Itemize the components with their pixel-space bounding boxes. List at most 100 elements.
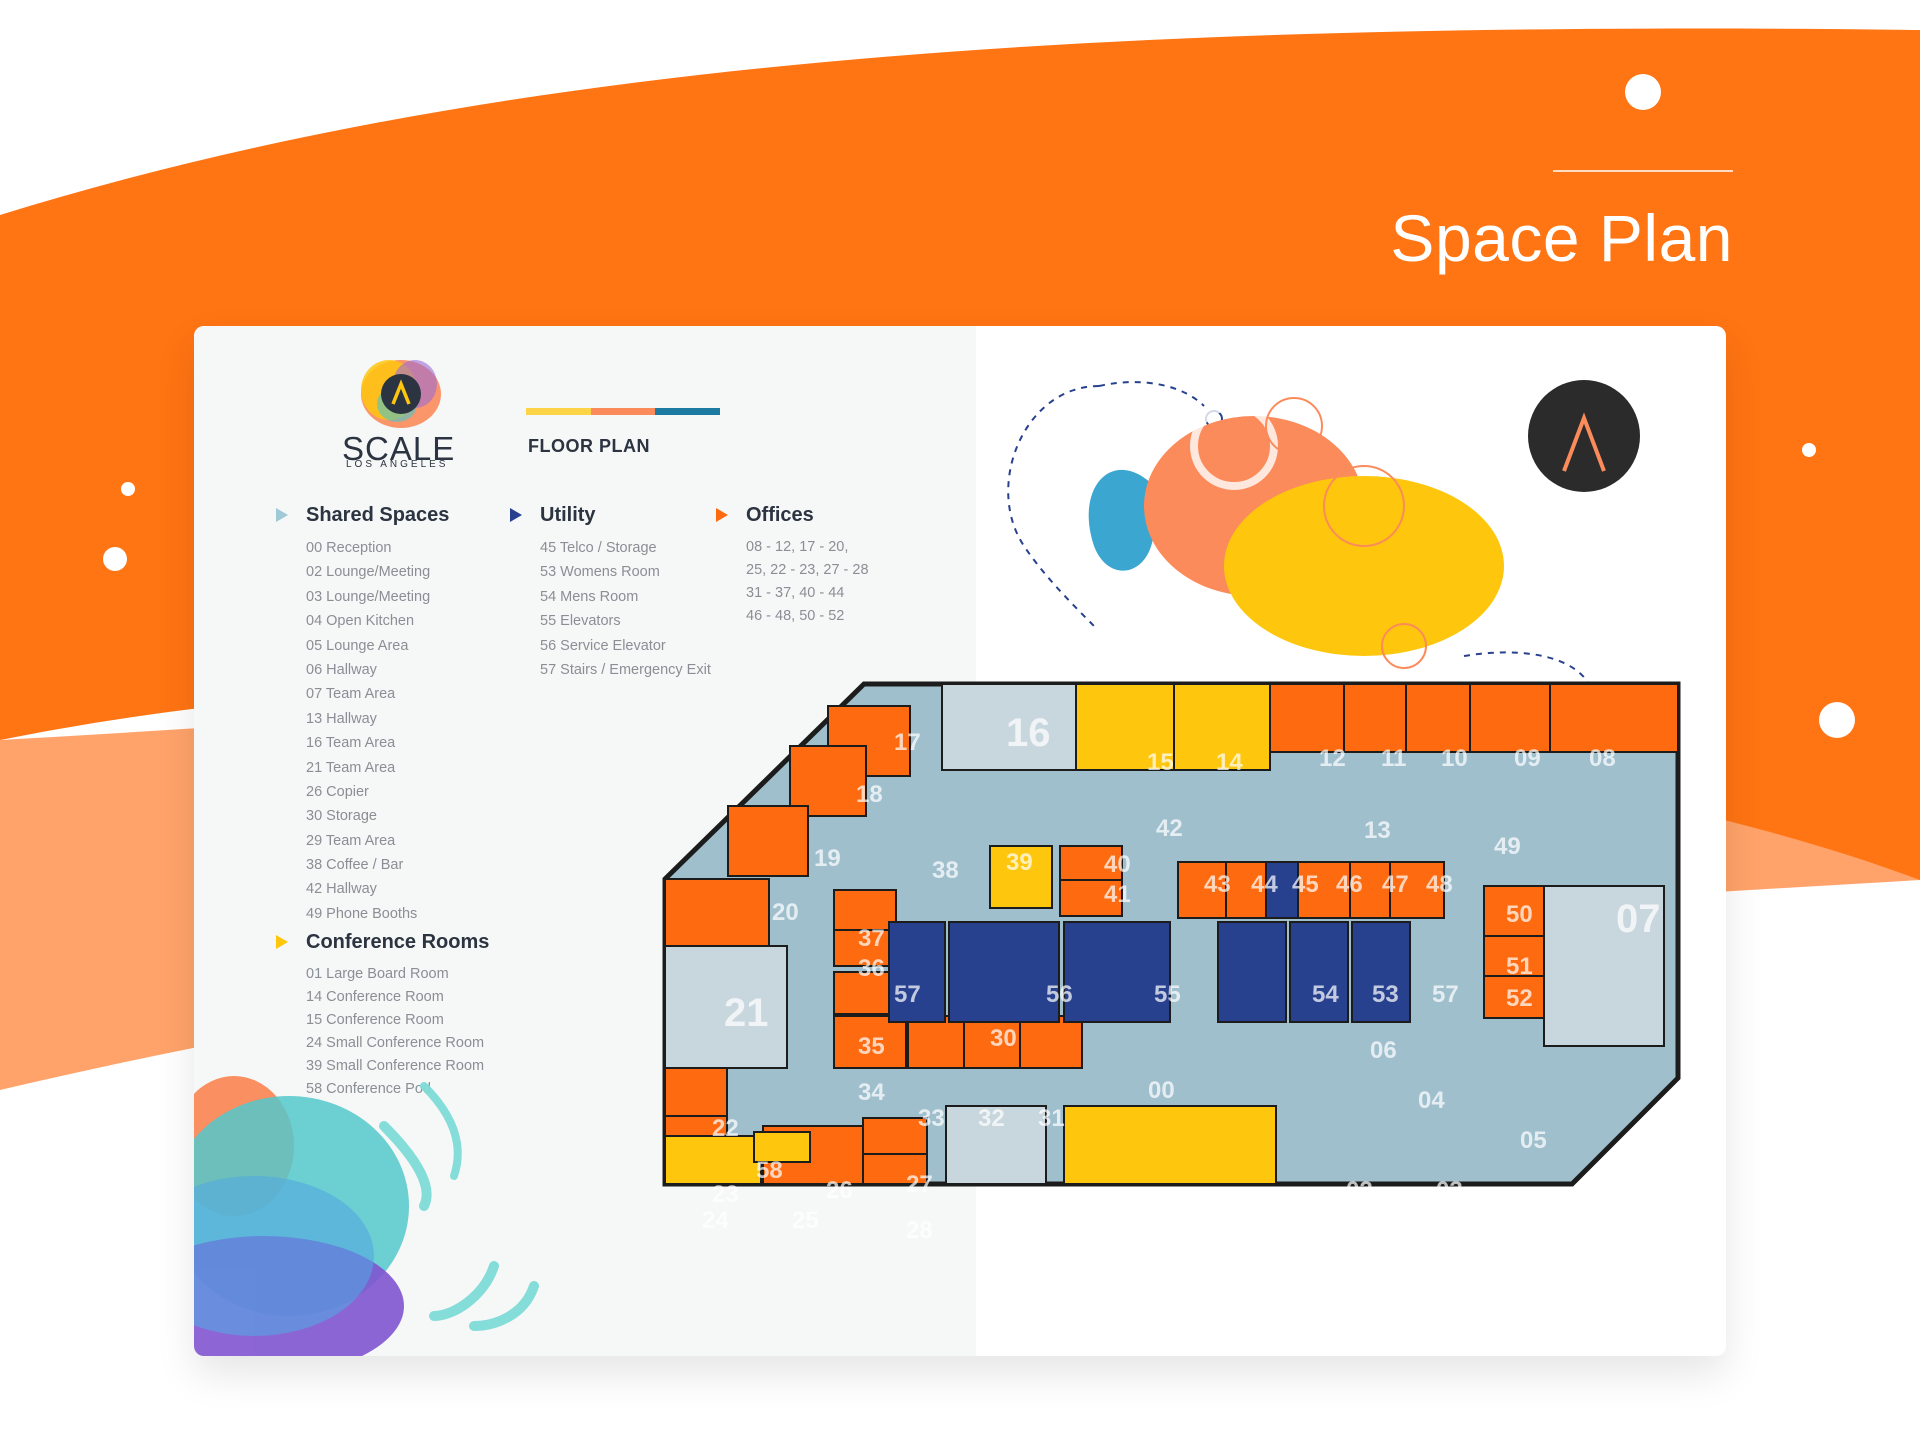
room-08 — [1549, 683, 1679, 753]
room-label-42: 42 — [1156, 815, 1183, 842]
legend-item: 25, 22 - 23, 27 - 28 — [746, 562, 869, 578]
room-label-34: 34 — [858, 1079, 885, 1106]
legend-offices-title: Offices — [746, 503, 814, 526]
legend-item: 15 Conference Room — [306, 1012, 444, 1028]
room-35 — [833, 971, 897, 1015]
room-19 — [727, 805, 809, 877]
legend-conference-header: Conference Rooms — [276, 929, 489, 955]
legend-conference-list: 01 Large Board Room 14 Conference Room 15 … — [306, 963, 489, 1101]
legend-item: 56 Service Elevator — [540, 637, 666, 654]
room-label-01: 01 — [1088, 1183, 1115, 1210]
room-label-03: 03 — [1436, 1177, 1463, 1204]
room-56 — [948, 921, 1060, 1023]
room-34 — [833, 1015, 907, 1069]
legend-item: 58 Conference Pod — [306, 1081, 431, 1097]
room-label-50: 50 — [1506, 901, 1533, 928]
legend-item: 06 Hallway — [306, 661, 377, 678]
logo-subtitle: LOS ANGELES — [346, 459, 449, 470]
room-label-13: 13 — [1364, 817, 1391, 844]
legend-item: 46 - 48, 50 - 52 — [746, 608, 845, 624]
legend-item: 38 Coffee / Bar — [306, 857, 404, 874]
room-label-33: 33 — [918, 1105, 945, 1132]
room-label-31: 31 — [1038, 1105, 1065, 1132]
legend-item: 08 - 12, 17 - 20, — [746, 539, 849, 555]
legend-item: 16 Team Area — [306, 735, 396, 752]
room-label-10: 10 — [1441, 745, 1468, 772]
legend-utility-title: Utility — [540, 503, 596, 526]
legend-offices: Offices 08 - 12, 17 - 20, 25, 22 - 23, 27… — [716, 502, 869, 628]
room-31 — [1019, 1015, 1083, 1069]
room-label-14: 14 — [1216, 749, 1243, 776]
legend-shared-header: Shared Spaces — [276, 502, 449, 528]
triangle-right-icon — [276, 508, 288, 522]
legend-offices-header: Offices — [716, 502, 869, 528]
floor-plan-title: FLOOR PLAN — [528, 436, 650, 456]
room-label-28: 28 — [906, 1217, 933, 1244]
title-rule — [1553, 170, 1733, 172]
room-18 — [789, 745, 867, 817]
room-47 — [1349, 861, 1391, 919]
room-label-11: 11 — [1381, 745, 1406, 772]
room-label-27: 27 — [906, 1171, 933, 1198]
room-label-39: 39 — [1006, 849, 1033, 876]
room-43 — [1177, 861, 1227, 919]
room-label-51: 51 — [1506, 953, 1533, 980]
room-29 — [945, 1105, 1047, 1185]
legend-item: 49 Phone Booths — [306, 905, 418, 922]
legend-item: 05 Lounge Area — [306, 637, 409, 654]
room-label-56: 56 — [1046, 981, 1073, 1008]
room-label-02: 02 — [1346, 1177, 1373, 1204]
room-label-09: 09 — [1514, 745, 1541, 772]
room-label-08: 08 — [1589, 745, 1616, 772]
room-label-17: 17 — [894, 729, 921, 756]
room-label-48: 48 — [1426, 871, 1453, 898]
room-label-36: 36 — [858, 955, 885, 982]
room-15 — [1075, 683, 1175, 771]
room-12 — [1269, 683, 1345, 753]
legend-item: 21 Team Area — [306, 759, 396, 776]
page-title: Space Plan — [1390, 201, 1733, 275]
decorative-illustration-top-right — [1007, 380, 1640, 697]
legend-item: 53 Womens Room — [540, 564, 660, 581]
room-57 — [888, 921, 946, 1023]
room-41 — [1059, 879, 1123, 917]
room-label-57: 57 — [894, 981, 921, 1008]
room-53 — [1289, 921, 1349, 1023]
floor-plan-color-bar — [526, 408, 721, 415]
room-label-35: 35 — [858, 1033, 885, 1060]
deco-dot — [1625, 74, 1661, 110]
logo-wordmark: SCALE — [342, 430, 456, 467]
room-09 — [1469, 683, 1551, 753]
room-label-58: 58 — [756, 1157, 783, 1184]
scale-logo-icon — [361, 360, 441, 428]
room-label-44: 44 — [1251, 871, 1278, 898]
room-label-18: 18 — [856, 781, 883, 808]
legend-item: 01 Large Board Room — [306, 966, 449, 982]
legend-item: 14 Conference Room — [306, 989, 444, 1005]
room-label-43: 43 — [1204, 871, 1231, 898]
room-label-45: 45 — [1292, 871, 1319, 898]
room-label-40: 40 — [1104, 851, 1131, 878]
room-21 — [664, 945, 788, 1069]
legend-item: 39 Small Conference Room — [306, 1058, 485, 1074]
room-10 — [1405, 683, 1471, 753]
legend-conference-title: Conference Rooms — [306, 930, 490, 953]
room-label-04: 04 — [1418, 1087, 1445, 1114]
deco-dot — [1819, 702, 1855, 738]
room-blocks — [664, 683, 1679, 1185]
legend-item: 42 Hallway — [306, 881, 377, 898]
room-16 — [941, 683, 1077, 771]
legend-item: 57 Stairs / Emergency Exit — [540, 661, 711, 678]
room-label-37: 37 — [858, 925, 885, 952]
room-label-30: 30 — [990, 1025, 1017, 1052]
legend-shared-title: Shared Spaces — [306, 503, 450, 526]
room-27 — [862, 1117, 928, 1155]
room-57-east — [1351, 921, 1411, 1023]
room-48 — [1389, 861, 1445, 919]
bar-blue — [655, 408, 721, 415]
legend-item: 31 - 37, 40 - 44 — [746, 585, 845, 601]
room-label-41: 41 — [1104, 881, 1131, 908]
